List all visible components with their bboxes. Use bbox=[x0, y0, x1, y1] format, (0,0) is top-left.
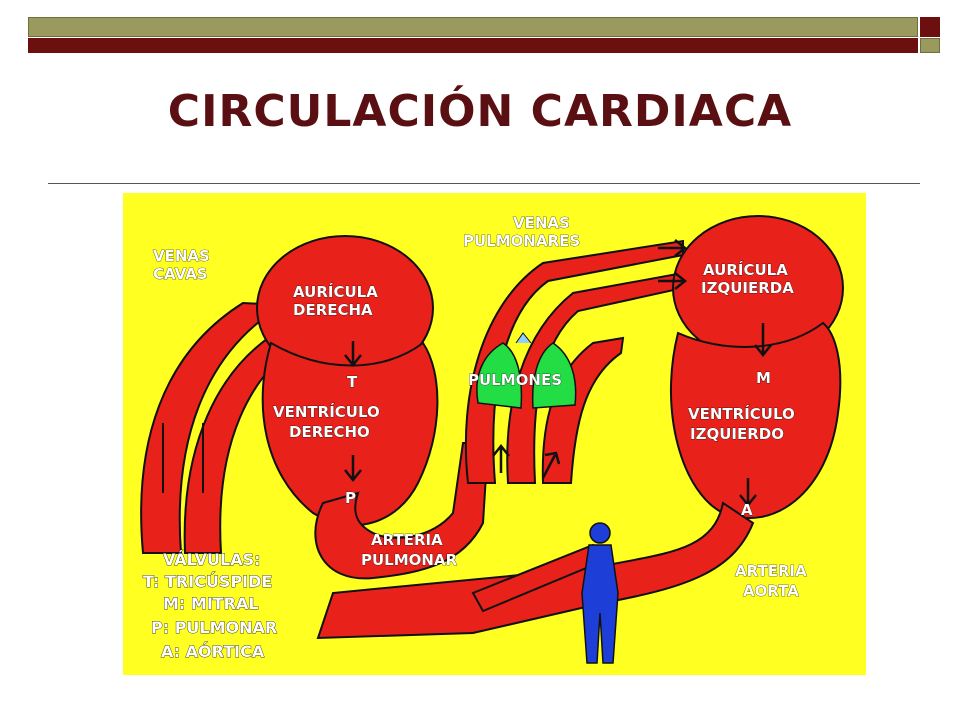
label-valve-m: M bbox=[756, 369, 771, 387]
legend-item-tricuspide: T: TRICÚSPIDE bbox=[143, 572, 272, 591]
label-venas-cavas-2: CAVAS bbox=[153, 265, 208, 283]
label-ventriculo-derecho-2: DERECHO bbox=[289, 423, 370, 441]
label-auricula-izquierda-2: IZQUIERDA bbox=[701, 279, 794, 297]
label-ventriculo-izquierdo-1: VENTRÍCULO bbox=[688, 404, 795, 423]
left-ventricle bbox=[670, 321, 842, 519]
lungs bbox=[476, 332, 577, 409]
legend-item-pulmonar: P: PULMONAR bbox=[151, 618, 277, 637]
label-pulmones: PULMONES bbox=[468, 371, 562, 389]
heart-circulation-diagram: VENAS CAVAS VENAS PULMONARES AURÍCULA DE… bbox=[123, 193, 866, 675]
person-figure bbox=[581, 522, 619, 664]
header-corner-olive bbox=[920, 38, 940, 53]
legend-item-aortica: A: AÓRTICA bbox=[161, 642, 265, 661]
label-venas-pulmonares-1: VENAS bbox=[513, 214, 570, 232]
legend-title: VÁLVULAS: bbox=[163, 550, 261, 569]
label-arteria-aorta-2: AORTA bbox=[743, 582, 799, 600]
label-valve-p: P bbox=[345, 489, 356, 507]
label-ventriculo-izquierdo-2: IZQUIERDO bbox=[690, 425, 784, 443]
label-venas-pulmonares-2: PULMONARES bbox=[463, 232, 580, 250]
label-ventriculo-derecho-1: VENTRÍCULO bbox=[273, 402, 380, 421]
label-auricula-izquierda-1: AURÍCULA bbox=[703, 260, 788, 279]
slide-title: CIRCULACIÓN CARDIACA bbox=[167, 86, 793, 137]
title-divider bbox=[48, 183, 920, 184]
header-bar-maroon bbox=[28, 38, 918, 53]
header-bar-olive bbox=[28, 17, 918, 37]
label-valve-t: T bbox=[347, 373, 358, 391]
label-venas-cavas-1: VENAS bbox=[153, 247, 210, 265]
label-auricula-derecha-1: AURÍCULA bbox=[293, 282, 378, 301]
label-auricula-derecha-2: DERECHA bbox=[293, 301, 373, 319]
flow-arrows bbox=[344, 239, 772, 508]
label-valve-a: A bbox=[741, 501, 753, 519]
pulmonary-artery-base bbox=[314, 442, 490, 580]
label-arteria-pulmonar-2: PULMONAR bbox=[361, 551, 458, 569]
label-arteria-aorta-1: ARTERIA bbox=[735, 562, 807, 580]
legend-item-mitral: M: MITRAL bbox=[163, 594, 259, 613]
aorta-vessel bbox=[316, 501, 755, 640]
right-ventricle bbox=[261, 341, 439, 527]
header-corner-maroon bbox=[920, 17, 940, 37]
valves-legend: VÁLVULAS: T: TRICÚSPIDE M: MITRAL P: PUL… bbox=[143, 550, 278, 662]
label-arteria-pulmonar-1: ARTERIA bbox=[371, 531, 443, 549]
